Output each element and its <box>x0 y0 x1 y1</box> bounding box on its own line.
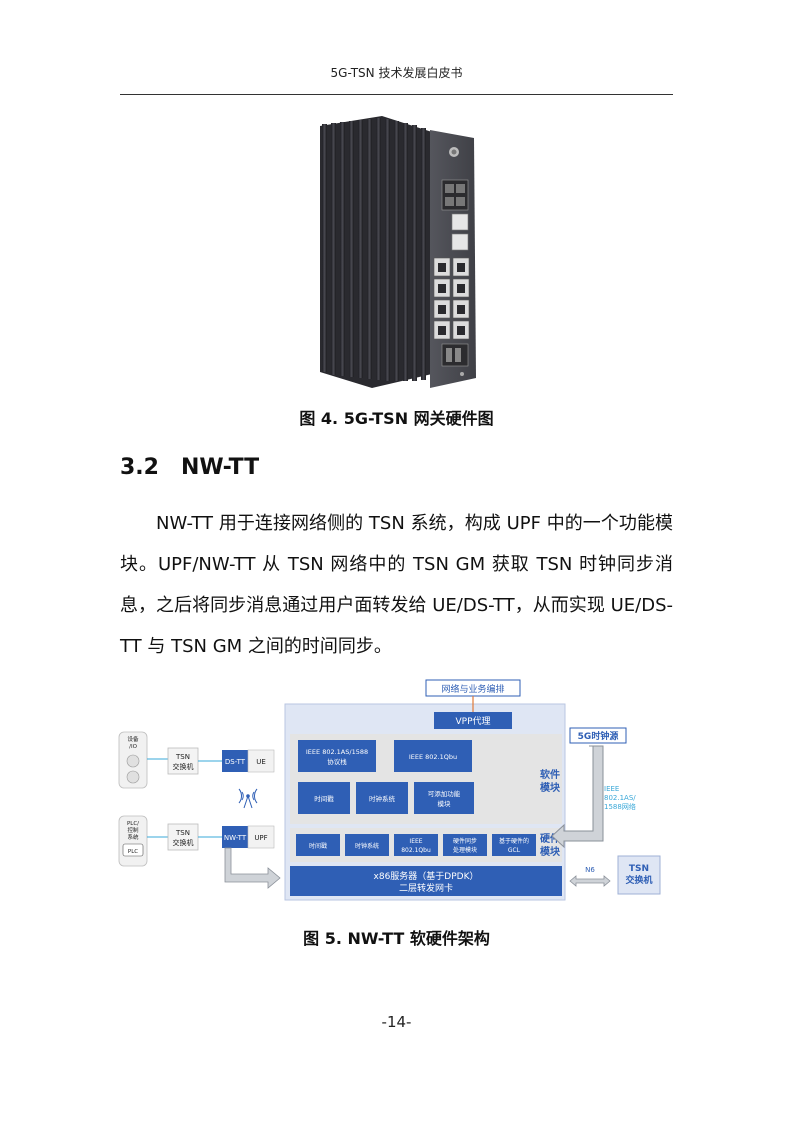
vpp-proxy-label: VPP代理 <box>455 716 490 727</box>
tsn-switch-left-top-line1: TSN <box>175 753 190 761</box>
upf-label: UPF <box>254 834 267 842</box>
body-text: NW-TT 用于连接网络侧的 TSN 系统，构成 UPF 中的一个功能模块。UP… <box>120 503 673 667</box>
sw-addon-line1: 可添加功能 <box>428 789 461 798</box>
antenna-icon <box>238 788 258 809</box>
upf-box <box>247 825 275 849</box>
hw-qbu-line1: IEEE <box>409 838 422 845</box>
hw-gcl-line2: GCL <box>508 847 521 854</box>
ds-tt-label: DS-TT <box>225 758 246 766</box>
tsn-switch-right <box>617 855 661 895</box>
section-number: 3.2 <box>120 455 159 480</box>
x86-line1: x86服务器（基于DPDK） <box>374 870 479 882</box>
section-heading: 3.2 NW-TT <box>120 455 259 480</box>
nw-tt-to-x86-arrow-icon <box>224 847 281 889</box>
vpp-proxy-box <box>434 712 512 729</box>
sensor-icon <box>126 770 140 784</box>
ieee-net-line2: 802.1AS/ <box>604 794 636 802</box>
sw-timestamp-block <box>298 782 350 814</box>
sw-ieee1588-line1: IEEE 802.1AS/1588 <box>306 748 368 756</box>
ue-label: UE <box>256 758 266 766</box>
ue-box <box>247 749 275 773</box>
tsn-switch-left-top-line2: 交换机 <box>173 762 194 771</box>
device-io-line2: /IO <box>129 744 137 750</box>
software-module-label-1: 软件 <box>540 768 560 781</box>
section-title: NW-TT <box>180 455 260 480</box>
tsn-switch-left-bottom-line2: 交换机 <box>173 838 194 847</box>
hw-timestamp-label: 时间戳 <box>309 842 327 850</box>
sensor-icon <box>126 754 140 768</box>
plc-line1: PLC/ <box>127 821 139 827</box>
sw-ieee1588-line2: 协议栈 <box>327 757 347 766</box>
ieee-net-line1: IEEE <box>604 785 619 793</box>
hw-sync-line1: 硬件同步 <box>453 837 477 845</box>
running-header: 5G-TSN 技术发展白皮书 <box>330 66 463 80</box>
sw-addon-block <box>414 782 474 814</box>
paragraph: NW-TT 用于连接网络侧的 TSN 系统，构成 UPF 中的一个功能模块。UP… <box>120 513 673 657</box>
tsn-switch-left-bottom <box>167 823 199 851</box>
nw-tt-architecture-diagram: 网络与业务编排 VPP代理 IEEE 802.1AS/1588 协议栈 IEEE… <box>118 676 678 901</box>
header-rule <box>120 94 673 95</box>
ieee-net-line3: 1588网络 <box>604 802 636 811</box>
n6-arrow-icon <box>569 875 611 887</box>
page-number: -14- <box>381 1013 412 1031</box>
orchestration-label: 网络与业务编排 <box>441 683 504 695</box>
plc-icon-label: PLC <box>128 849 138 855</box>
sw-ieee1588-block <box>298 740 376 772</box>
figure-4-caption: 图 4. 5G-TSN 网关硬件图 <box>299 409 494 428</box>
plc-icon <box>122 843 144 857</box>
n6-label: N6 <box>585 866 595 874</box>
hw-qbu-line2: 802.1Qbu <box>401 847 431 854</box>
clock-source-box <box>569 727 627 744</box>
sw-clock-block <box>356 782 408 814</box>
sw-addon-line2: 模块 <box>438 799 452 808</box>
sw-clock-label: 时钟系统 <box>369 794 396 803</box>
x86-line2: 二层转发网卡 <box>399 882 453 894</box>
gateway-device-image <box>312 112 482 392</box>
tsn-switch-right-line2: 交换机 <box>625 874 652 886</box>
plc-line3: 系统 <box>127 833 139 841</box>
tsn-switch-left-top <box>167 747 199 775</box>
hardware-module-label-2: 模块 <box>540 845 561 858</box>
sw-qbu-label: IEEE 802.1Qbu <box>409 753 457 761</box>
clock-source-label: 5G时钟源 <box>578 730 619 742</box>
plc-line2: 控制 <box>127 826 139 834</box>
device-io-line1: 设备 <box>127 735 139 743</box>
nw-tt-box <box>222 826 248 848</box>
software-module-label-2: 模块 <box>540 781 561 794</box>
clock-arrow-icon <box>551 745 604 849</box>
tsn-switch-left-bottom-line1: TSN <box>175 829 190 837</box>
sw-timestamp-label: 时间戳 <box>314 794 334 803</box>
nw-tt-label: NW-TT <box>224 834 247 842</box>
figure-5-caption: 图 5. NW-TT 软硬件架构 <box>303 929 490 948</box>
ds-tt-box <box>222 750 248 772</box>
sw-qbu-block <box>394 740 472 772</box>
hw-sync-line2: 处理模块 <box>453 846 477 854</box>
hw-clock-label: 时钟系统 <box>355 842 379 850</box>
x86-server-bar <box>290 866 562 896</box>
tsn-switch-right-line1: TSN <box>629 864 649 874</box>
hw-gcl-line1: 基于硬件的 <box>499 837 529 845</box>
